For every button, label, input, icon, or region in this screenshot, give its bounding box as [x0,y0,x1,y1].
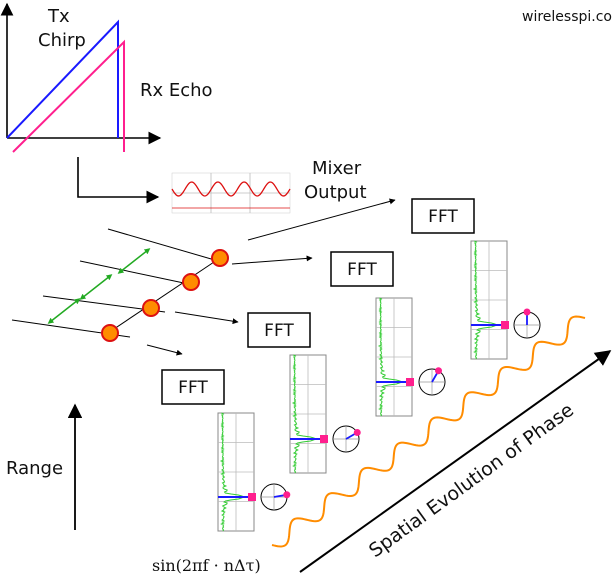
array-diagonal [107,257,221,334]
spectrum-panel-4 [470,240,541,360]
output-label: Output [304,182,367,203]
phasor-tip [283,491,291,499]
watermark-text: wirelesspi.com [522,9,613,25]
spatial-evolution-arrow [299,350,612,573]
chirp-label: Chirp [38,30,86,51]
antenna-line-2 [79,260,199,287]
spectrum-panels [217,240,541,532]
spectrum-peak-marker [501,321,509,329]
spatial-evolution-label: Spatial Evolution of Phase [365,399,578,562]
antenna-element-4 [101,324,119,342]
rx-echo-label: Rx Echo [140,80,213,101]
antenna-line-1 [107,228,226,264]
mixer-label: Mixer [312,158,362,179]
rx-echo-line [12,39,125,153]
tx-label: Tx [47,6,70,27]
antenna-element-3 [142,299,160,317]
arrow-to-fft-4 [146,344,183,356]
spectrum-peak-marker [248,493,256,501]
chirp-plot: Tx Chirp Rx Echo [0,2,213,153]
spacing-arrow-2 [79,274,113,300]
fft-label: FFT [428,207,458,227]
arrow-to-fft-1 [247,198,396,241]
phase-evolution-wave [271,315,586,548]
spectrum-curve [291,354,318,474]
fft-box-3: FFT [247,312,311,348]
phasor-tip [353,429,361,436]
fft-box-1: FFT [411,198,475,234]
antenna-array [11,228,229,342]
spacing-arrow-1 [117,248,151,274]
spectrum-panel-1 [217,412,291,532]
spectrum-peak-marker [406,378,414,386]
spectrum-curve [377,297,404,417]
mixer-arrow [77,157,160,204]
range-label: Range [6,458,63,479]
fft-label: FFT [264,321,294,341]
fft-box-2: FFT [330,251,394,287]
fft-label: FFT [347,260,377,280]
spectrum-panel-2 [289,354,361,474]
arrow-to-fft-3 [174,311,239,325]
phasor-tip [435,367,442,375]
spectrum-panel-3 [375,297,446,417]
spectrum-curve [472,240,499,360]
mixer-output-wave [171,181,291,197]
spectrum-peak-marker [320,435,328,443]
sin-formula: sin(2πf · nΔτ) [152,556,261,575]
mixer-section: Mixer Output [77,157,367,214]
fft-label: FFT [178,378,208,398]
fft-box-4: FFT [161,369,225,405]
spacing-arrow-3 [47,298,81,324]
tx-chirp-line [6,19,119,139]
antenna-element-2 [182,273,200,291]
spectrum-curve [219,412,246,532]
arrow-to-fft-2 [231,255,313,265]
antenna-element-1 [211,249,229,267]
phasor-tip [523,308,531,316]
